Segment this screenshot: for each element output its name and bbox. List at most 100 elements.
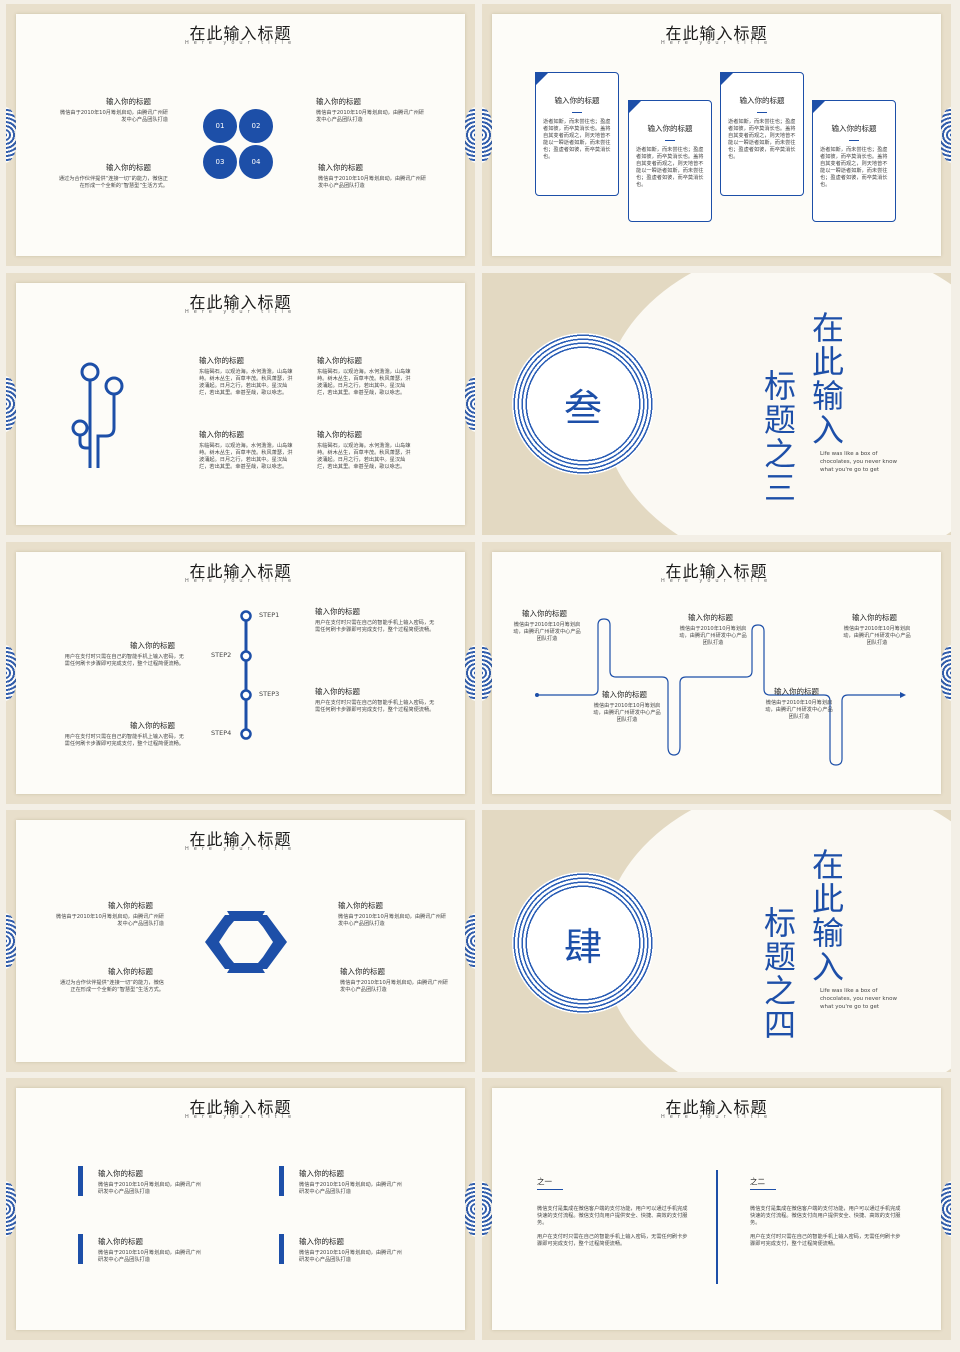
heading: 输入你的标题 (338, 901, 383, 910)
body-text: 用户在支付时只需在自己的智能手机上输入密码，无需任何刷卡步骤即可完成支付，整个过… (315, 620, 435, 633)
body-text: 微信由于2010年10月筹划启动，由腾讯广州研发中心产品团队打造 (98, 1250, 201, 1263)
slide-panel: 在此输入标题 Here your title 输入你的标题 微信由于2010年1… (16, 14, 465, 256)
slide-8[interactable]: 肆 在此输入 标题之四 Life was like a box of choco… (482, 810, 951, 1072)
section-numeral: 肆 (528, 888, 638, 998)
accent-bar (78, 1166, 83, 1196)
heading: 输入你的标题 (315, 607, 360, 616)
section-title-col2: 标题之四 (763, 904, 796, 1044)
body-text: 用户在支付时只需在自己的智能手机上输入密码，无需任何刷卡步骤即可完成支付，整个过… (315, 700, 435, 713)
slide-5[interactable]: 在此输入标题 Here your title STEP1 STEP2 STEP3… (6, 542, 475, 804)
slide-1[interactable]: 在此输入标题 Here your title 输入你的标题 微信由于2010年1… (6, 4, 475, 266)
body-text: 微信由于2010年10月筹划启动，由腾讯广州研发中心产品团队打造 (765, 700, 833, 720)
ornament-icon (6, 107, 18, 163)
heading: 输入你的标题 (106, 97, 151, 106)
ornament-icon (463, 376, 475, 432)
heading: 输入你的标题 (130, 641, 175, 650)
divider (757, 112, 767, 113)
ornament-icon (6, 376, 18, 432)
step-label: STEP2 (211, 651, 232, 659)
heading: 输入你的标题 (318, 163, 363, 172)
corner-icon (720, 72, 734, 86)
card-heading: 输入你的标题 (739, 96, 785, 105)
section-title-col2: 标题之三 (763, 367, 796, 507)
divider (572, 112, 582, 113)
slide-7[interactable]: 在此输入标题 Here your title 输入你的标题 微信由于2010年1… (6, 810, 475, 1072)
slide-subtitle: Here your title (660, 1114, 773, 1120)
divider (537, 1189, 563, 1190)
slide-9[interactable]: 在此输入标题 Here your title 输入你的标题 微信由于2010年1… (6, 1078, 475, 1340)
card-text: 逝者如斯，而未尝往也；盈虚者如彼，而卒莫消长也。盖将自其变者而观之，则天地曾不能… (820, 147, 888, 188)
body-text: 微信由于2010年10月筹划启动，由腾讯广州研发中心产品团队打造 (299, 1250, 402, 1263)
heading: 输入你的标题 (316, 97, 361, 106)
card-text: 逝者如斯，而未尝往也；盈虚者如彼，而卒莫消长也。盖将自其变者而观之，则天地曾不能… (636, 147, 704, 188)
quote-line: Life was like a box of (820, 988, 878, 994)
card: 输入你的标题 逝者如斯，而未尝往也；盈虚者如彼，而卒莫消长也。盖将自其变者而观之… (720, 72, 804, 196)
heading: 输入你的标题 (315, 687, 360, 696)
slide-4[interactable]: 叁 在此输入 标题之三 Life was like a box of choco… (482, 273, 951, 535)
body-text: 用户在支付时只需在自己的智能手机上输入密码，无需任何刷卡步骤即可完成支付，整个过… (537, 1234, 688, 1247)
accent-bar (78, 1234, 83, 1264)
accent-bar (279, 1166, 284, 1196)
heading: 输入你的标题 (98, 1237, 143, 1246)
quote-line: chocolates, you never know (820, 996, 897, 1002)
body-text: 东临碣石，以观沧海。水何澹澹，山岛竦峙。树木丛生，百草丰茂。秋风萧瑟，洪波涌起。… (317, 443, 411, 470)
slide-panel: 在此输入标题 Here your title 输入你的标题 微信由于2010年1… (16, 1088, 465, 1330)
corner-icon (628, 100, 642, 114)
section-title-col1: 在此输入 (811, 309, 844, 449)
slide-2[interactable]: 在此输入标题 Here your title 输入你的标题 逝者如斯，而未尝往也… (482, 4, 951, 266)
slide-panel: 在此输入标题 Here your title 输入你的标题 微信由于2010年1… (492, 552, 941, 794)
card-text: 逝者如斯，而未尝往也；盈虚者如彼，而卒莫消长也。盖将自其变者而观之，则天地曾不能… (728, 119, 796, 160)
divider (750, 1189, 776, 1190)
heading: 输入你的标题 (340, 967, 385, 976)
heading: 输入你的标题 (602, 690, 647, 699)
slide-6[interactable]: 在此输入标题 Here your title 输入你的标题 微信由于2010年1… (482, 542, 951, 804)
body-text: 微信由于2010年10月筹划启动，由腾讯广州研发中心产品团队打造 (679, 626, 747, 646)
ornament-icon (482, 645, 494, 701)
heading: 输入你的标题 (317, 356, 362, 365)
heading: 输入你的标题 (106, 163, 151, 172)
slide-title: 在此输入标题 (665, 24, 768, 43)
ornament-icon (6, 913, 18, 969)
ornament-icon (6, 1181, 18, 1237)
slide-panel: 在此输入标题 Here your title 之一 微信支付是集成在微信客户端的… (492, 1088, 941, 1330)
heading: 输入你的标题 (299, 1169, 344, 1178)
ornament-icon (939, 645, 951, 701)
ornament-icon (463, 645, 475, 701)
knot-icon (205, 911, 287, 973)
quote-line: what you're go to get (820, 1004, 880, 1010)
slide-3[interactable]: 在此输入标题 Here your title 输入你的标题 东临碣石，以观沧海。… (6, 273, 475, 535)
slide-title: 在此输入标题 (189, 1098, 292, 1117)
card-heading: 输入你的标题 (831, 124, 877, 133)
body-text: 用户在支付时只需在自己的智能手机上输入密码，无需任何刷卡步骤即可完成支付，整个过… (64, 654, 184, 667)
slide-subtitle: Here your title (184, 40, 297, 46)
body-text: 微信由于2010年10月筹划启动，由腾讯广州研发中心产品团队打造 (593, 703, 661, 723)
body-text: 微信由于2010年10月筹划启动，由腾讯广州研发中心产品团队打造 (318, 176, 426, 189)
divider (849, 140, 859, 141)
body-text: 微信由于2010年10月筹划启动，由腾讯广州研发中心产品团队打造 (299, 1182, 402, 1195)
quote-line: what you're go to get (820, 467, 880, 473)
section-numeral: 叁 (528, 349, 638, 459)
heading: 输入你的标题 (522, 609, 567, 618)
quote-line: chocolates, you never know (820, 459, 897, 465)
ornament-icon (482, 1181, 494, 1237)
num-circle: 01 (203, 109, 237, 143)
slide-title: 在此输入标题 (665, 562, 768, 581)
ornament-icon (939, 1181, 951, 1237)
card: 输入你的标题 逝者如斯，而未尝往也；盈虚者如彼，而卒莫消长也。盖将自其变者而观之… (812, 100, 896, 222)
tree-icon (71, 362, 124, 468)
porcelain-plate-icon: 肆 (512, 872, 654, 1014)
slide-subtitle: Here your title (660, 40, 773, 46)
step-label: STEP1 (259, 611, 280, 619)
slide-title: 在此输入标题 (189, 830, 292, 849)
body-text: 通过为合作伙伴提供“连接一切”的能力，微信正在形成一个全新的“智慧型”生活方式。 (60, 980, 164, 993)
body-text: 微信由于2010年10月筹划启动，由腾讯广州研发中心产品团队打造 (98, 1182, 201, 1195)
heading: 输入你的标题 (774, 687, 819, 696)
heading: 输入你的标题 (130, 721, 175, 730)
body-text: 东临碣石，以观沧海。水何澹澹，山岛竦峙。树木丛生，百草丰茂。秋风萧瑟，洪波涌起。… (199, 443, 293, 470)
body-text: 用户在支付时只需在自己的智能手机上输入密码，无需任何刷卡步骤即可完成支付，整个过… (750, 1234, 901, 1247)
slide-title: 在此输入标题 (189, 293, 292, 312)
slide-10[interactable]: 在此输入标题 Here your title 之一 微信支付是集成在微信客户端的… (482, 1078, 951, 1340)
section-title-col1: 在此输入 (811, 846, 844, 986)
slide-subtitle: Here your title (660, 578, 773, 584)
slide-panel: 在此输入标题 Here your title 输入你的标题 东临碣石，以观沧海。… (16, 283, 465, 525)
